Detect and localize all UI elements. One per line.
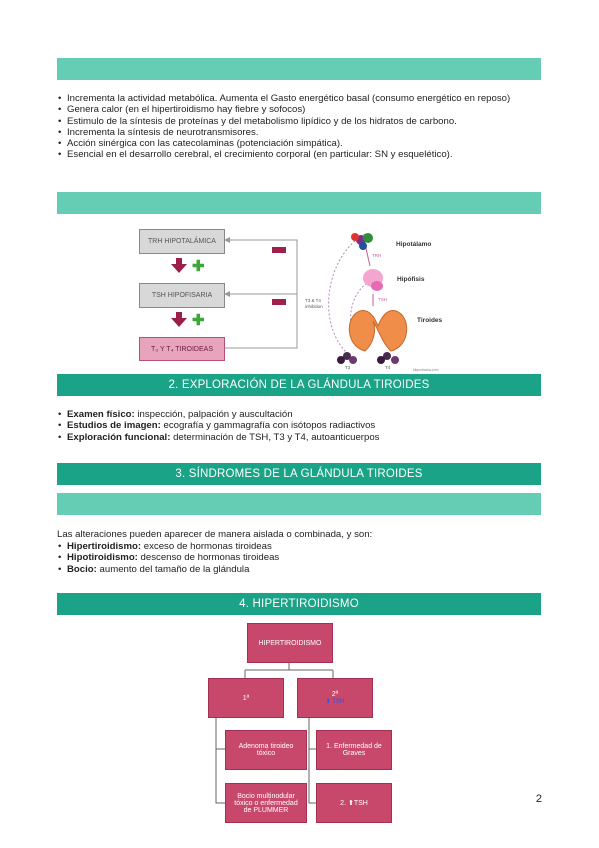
org-secondary: 2ª ⬆ TSH [297,678,373,718]
hipotalamo-label: Hipotálamo [396,241,431,248]
t3-label: T3 [345,365,351,370]
minus-icon [272,247,286,253]
image-credit: kikpediatría.com [413,368,439,372]
arrow-down-icon [176,312,182,318]
syndromes-intro: Las alteraciones pueden aparecer de mane… [57,529,373,540]
section-title: 2. EXPLORACIÓN DE LA GLÁNDULA TIROIDES [57,374,541,396]
list-item: Incrementa la actividad metabólica. Aume… [57,93,547,105]
org-primary-bocio: Bocio multinodular tóxico o enfermedad d… [225,783,307,823]
list-item: Incrementa la síntesis de neurotransmiso… [57,127,547,139]
list-item: Examen físico: inspección, palpación y a… [57,409,547,421]
feedback-label: inhibition [305,304,323,309]
tsh-label: TSH [378,297,387,302]
syndromes-list: Hipertiroidismo: exceso de hormonas tiro… [57,541,547,575]
list-item: Hipotiroidismo: descenso de hormonas tir… [57,552,547,564]
t3-t4-box: T₃ Y T₄ TIROIDEAS [139,337,225,361]
hipofisis-label: Hipófisis [397,276,425,283]
section-title-text: 2. EXPLORACIÓN DE LA GLÁNDULA TIROIDES [168,379,430,391]
minus-icon [272,299,286,305]
list-item: Estimulo de la síntesis de proteínas y d… [57,116,547,128]
list-item: Genera calor (en el hipertiroidismo hay … [57,104,547,116]
arrow-down-icon [171,264,187,273]
trh-box: TRH HIPOTALÁMICA [139,229,225,254]
section-title: 3. SÍNDROMES DE LA GLÁNDULA TIROIDES [57,463,541,485]
list-item: Estudios de imagen: ecografía y gammagra… [57,420,547,432]
section-title-text: 4. HIPERTIROIDISMO [239,598,359,610]
page-number: 2 [535,793,542,805]
thyroid-axis-illustration: Hipotálamo Hipófisis Tiroides TRH TSH T3… [305,233,443,372]
feedback-label: T3 & T4 [305,298,321,303]
trh-label: TRH [372,253,381,258]
plus-icon: ✚ [192,258,205,275]
tsh-box: TSH HIPOFISARIA [139,283,225,308]
org-root: HIPERTIROIDISMO [247,623,333,663]
org-primary: 1ª [208,678,284,718]
section-header-band [57,58,541,80]
plus-icon: ✚ [192,312,205,329]
tiroides-label: Tiroides [417,317,443,324]
list-item: Hipertiroidismo: exceso de hormonas tiro… [57,541,547,553]
t4-label: T4 [385,365,391,370]
list-item: Esencial en el desarrollo cerebral, el c… [57,149,547,161]
section-title-text: 3. SÍNDROMES DE LA GLÁNDULA TIROIDES [175,468,423,480]
exploration-list: Examen físico: inspección, palpación y a… [57,409,547,443]
org-secondary-tsh: 2. ⬆TSH [316,783,392,823]
section-header-band [57,493,541,515]
list-item: Exploración funcional: determinación de … [57,432,547,444]
list-item: Acción sinérgica con las catecolaminas (… [57,138,547,150]
section-header-band [57,192,541,214]
arrow-down-icon [171,318,187,327]
functions-list: Incrementa la actividad metabólica. Aume… [57,93,547,161]
org-secondary-graves: 1. Enfermedad de Graves [316,730,392,770]
arrow-down-icon [176,258,182,264]
section-title: 4. HIPERTIROIDISMO [57,593,541,615]
list-item: Bocio: aumento del tamaño de la glándula [57,564,547,576]
org-primary-adenoma: Adenoma tiroideo tóxico [225,730,307,770]
